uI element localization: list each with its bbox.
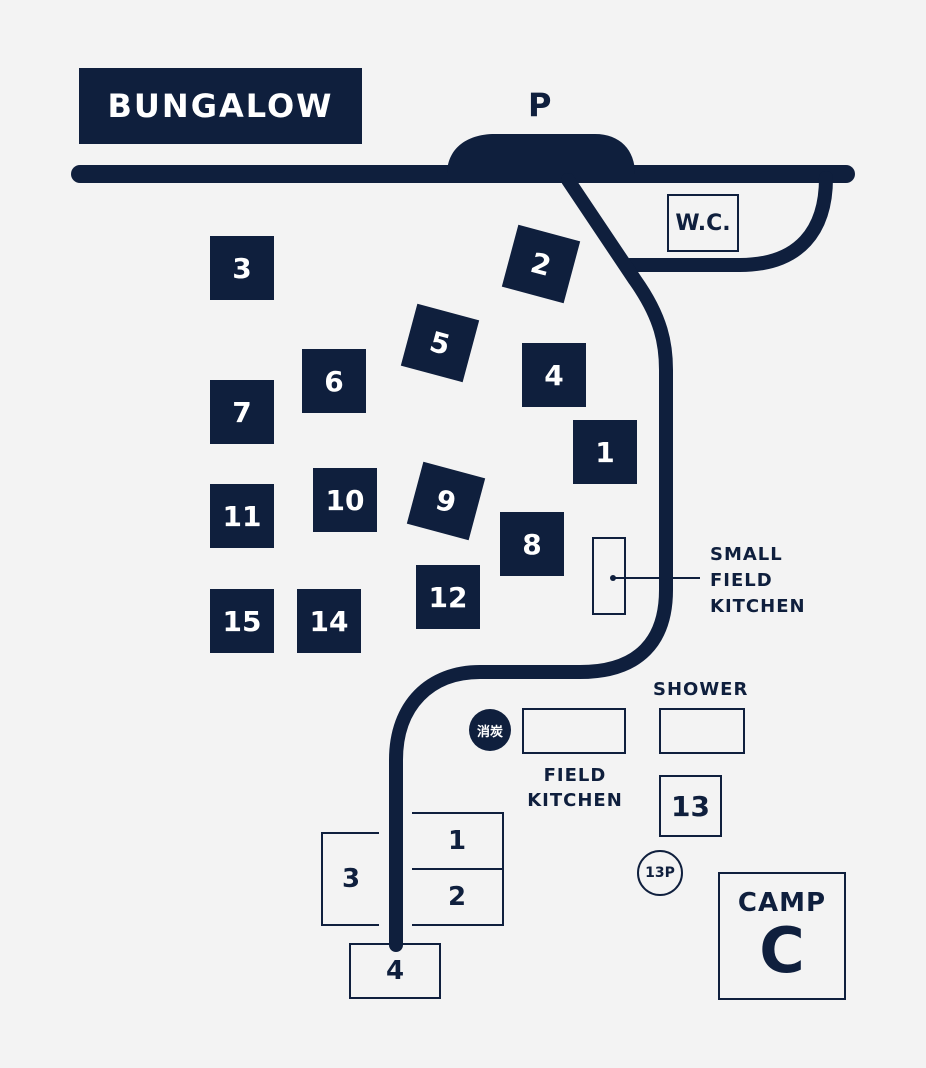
lower-site-1[interactable]: 1 <box>412 812 504 870</box>
wc-label: W.C. <box>675 210 731 236</box>
charcoal-disposal-marker[interactable]: 消炭 <box>469 709 511 751</box>
fk-line-1: FIELD <box>543 765 607 786</box>
camp-letter: C <box>759 914 805 987</box>
bungalow-site-15[interactable]: 15 <box>210 589 274 653</box>
sfk-line-1: SMALL <box>710 544 783 565</box>
small-field-kitchen-label: SMALL FIELD KITCHEN <box>710 542 806 620</box>
field-kitchen-label: FIELD KITCHEN <box>520 763 630 813</box>
bungalow-site-7[interactable]: 7 <box>210 380 274 444</box>
parking-area <box>447 134 635 174</box>
bungalow-site-11[interactable]: 11 <box>210 484 274 548</box>
fk-line-2: KITCHEN <box>527 790 623 811</box>
lower-site-4[interactable]: 4 <box>349 943 441 999</box>
camp-c-sign[interactable]: CAMP C <box>718 872 846 1000</box>
shower-building[interactable] <box>659 708 745 754</box>
bungalow-banner: BUNGALOW <box>79 68 362 144</box>
site-number: 4 <box>544 358 564 392</box>
bungalow-site-14[interactable]: 14 <box>297 589 361 653</box>
site-number: 12 <box>428 580 468 614</box>
site-number: 14 <box>309 604 349 638</box>
site-number: 9 <box>432 482 460 520</box>
parking-label: P <box>528 86 553 124</box>
bungalow-site-3[interactable]: 3 <box>210 236 274 300</box>
parking-13p-label: 13P <box>645 865 675 881</box>
site-number: 3 <box>232 251 252 285</box>
small-field-kitchen-building[interactable] <box>592 537 626 615</box>
lower-site-4-number: 4 <box>385 956 405 986</box>
site-13-number: 13 <box>671 789 710 823</box>
bungalow-site-6[interactable]: 6 <box>302 349 366 413</box>
sfk-leader-dot <box>610 575 616 581</box>
sfk-line-2: FIELD <box>710 570 773 591</box>
winding-road <box>389 173 673 952</box>
site-number: 2 <box>527 245 555 283</box>
bungalow-site-4[interactable]: 4 <box>522 343 586 407</box>
parking-13p-marker[interactable]: 13P <box>637 850 683 896</box>
lower-site-2[interactable]: 2 <box>412 868 504 926</box>
field-kitchen-building[interactable] <box>522 708 626 754</box>
bungalow-site-1[interactable]: 1 <box>573 420 637 484</box>
lower-site-3-number: 3 <box>341 864 361 894</box>
site-number: 11 <box>222 499 262 533</box>
bungalow-site-12[interactable]: 12 <box>416 565 480 629</box>
site-number: 10 <box>325 483 365 517</box>
sfk-line-3: KITCHEN <box>710 596 806 617</box>
lower-site-2-number: 2 <box>447 882 467 912</box>
site-number: 8 <box>522 527 542 561</box>
site-number: 5 <box>426 324 454 362</box>
site-number: 6 <box>324 364 344 398</box>
bungalow-site-8[interactable]: 8 <box>500 512 564 576</box>
site-number: 7 <box>232 395 252 429</box>
site-number: 15 <box>222 604 262 638</box>
lower-site-3[interactable]: 3 <box>321 832 379 926</box>
shower-label: SHOWER <box>653 679 749 700</box>
wc-building[interactable]: W.C. <box>667 194 739 252</box>
lower-site-1-number: 1 <box>447 826 467 856</box>
charcoal-label: 消炭 <box>476 724 503 740</box>
wc-loop-road <box>623 171 833 272</box>
bungalow-site-10[interactable]: 10 <box>313 468 377 532</box>
site-13[interactable]: 13 <box>659 775 722 837</box>
camp-word: CAMP <box>737 888 827 918</box>
site-number: 1 <box>595 435 615 469</box>
